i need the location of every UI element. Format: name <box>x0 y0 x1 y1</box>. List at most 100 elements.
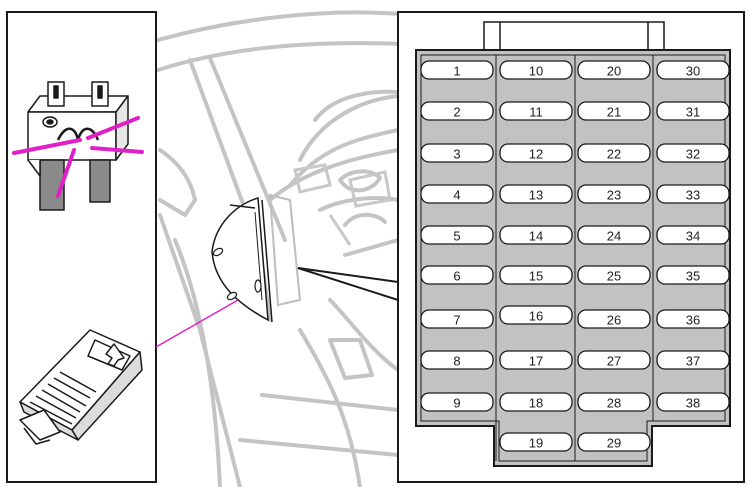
fuse-slot: 36 <box>656 309 730 329</box>
fuse-number-label: 14 <box>529 229 543 244</box>
fuse-slot: 4 <box>420 184 494 204</box>
fuse-slot-outline <box>656 143 730 163</box>
fuse-slot: 3 <box>420 143 494 163</box>
fuse-slot: 6 <box>420 265 494 285</box>
fuse-slot-outline <box>499 432 573 452</box>
fuse-slot: 29 <box>577 432 651 452</box>
fuse-number-label: 12 <box>529 147 543 162</box>
fuse-number-label: 15 <box>529 269 543 284</box>
fuse-slot-outline <box>577 143 651 163</box>
fuse-slot: 19 <box>499 432 573 452</box>
fuse-number-label: 35 <box>686 269 700 284</box>
fuse-slot-outline <box>499 143 573 163</box>
fuse-slot-outline <box>577 60 651 80</box>
fuse-slot: 9 <box>420 392 494 412</box>
fuse-slot-outline <box>656 225 730 245</box>
fuse-slot-outline <box>656 60 730 80</box>
fuse-number-label: 38 <box>686 396 700 411</box>
fuse-slot-outline <box>577 265 651 285</box>
fuse-slot-outline <box>499 392 573 412</box>
fuse-slot: 12 <box>499 143 573 163</box>
fuse-number-label: 1 <box>453 64 460 79</box>
fuse-slot: 32 <box>656 143 730 163</box>
fuse-slot: 24 <box>577 225 651 245</box>
fuse-slot-outline <box>499 184 573 204</box>
fuse-puller-tool <box>19 329 143 445</box>
fuse-slot-outline <box>499 305 573 325</box>
fuse-number-label: 9 <box>453 396 460 411</box>
fuse-slot: 1 <box>420 60 494 80</box>
fuse-box-pointer <box>297 267 399 302</box>
fuse-slot: 16 <box>499 305 573 325</box>
fuse-number-label: 10 <box>529 64 543 79</box>
fuse-number-label: 34 <box>686 229 700 244</box>
fuse-slot-outline <box>420 225 494 245</box>
fuse-number-label: 21 <box>607 105 621 120</box>
fuse-number-label: 18 <box>529 396 543 411</box>
fuse-slot-outline <box>420 60 494 80</box>
fuse-number-label: 33 <box>686 188 700 203</box>
fuse-slot: 5 <box>420 225 494 245</box>
fuse-slot-outline <box>499 265 573 285</box>
fuse-slot-outline <box>420 350 494 370</box>
fuse-slot: 22 <box>577 143 651 163</box>
fuse-slot-outline <box>656 265 730 285</box>
fuse-box-housing <box>415 21 731 467</box>
fuse-slot: 23 <box>577 184 651 204</box>
fuse-number-label: 6 <box>453 269 460 284</box>
fuse-slot: 7 <box>420 309 494 329</box>
fuse-slot-outline <box>499 101 573 121</box>
fuse-slot: 31 <box>656 101 730 121</box>
blade-fuse-illustration <box>27 81 129 211</box>
fuse-slot: 37 <box>656 350 730 370</box>
fuse-slot: 8 <box>420 350 494 370</box>
fuse-slot: 20 <box>577 60 651 80</box>
fuse-number-label: 29 <box>607 436 621 451</box>
fuse-number-label: 30 <box>686 64 700 79</box>
fuse-slot-outline <box>420 143 494 163</box>
fuse-slot: 30 <box>656 60 730 80</box>
fuse-slot: 14 <box>499 225 573 245</box>
fuse-number-label: 11 <box>529 105 543 120</box>
fuse-slot-outline <box>577 350 651 370</box>
fuse-slot-outline <box>499 350 573 370</box>
fuse-slot: 34 <box>656 225 730 245</box>
fuse-number-label: 16 <box>529 309 543 324</box>
fuse-number-label: 36 <box>686 313 700 328</box>
fuse-slot: 33 <box>656 184 730 204</box>
fuse-slot: 2 <box>420 101 494 121</box>
fuse-slot-outline <box>577 225 651 245</box>
fuse-slots: 1234567891011121314151617181920212223242… <box>420 60 730 452</box>
dashboard-vents <box>293 163 392 246</box>
fuse-slot-outline <box>420 184 494 204</box>
fuse-slot-outline <box>577 184 651 204</box>
fuse-number-label: 13 <box>529 188 543 203</box>
fuse-number-label: 4 <box>453 188 460 203</box>
fuse-slot-outline <box>420 265 494 285</box>
fuse-slot: 26 <box>577 309 651 329</box>
fuse-slot: 13 <box>499 184 573 204</box>
fuse-slot-outline <box>577 432 651 452</box>
fuse-number-label: 26 <box>607 313 621 328</box>
fuse-slot: 25 <box>577 265 651 285</box>
fuse-number-label: 20 <box>607 64 621 79</box>
fuse-slot-outline <box>577 309 651 329</box>
fuse-number-label: 32 <box>686 147 700 162</box>
fuse-slot-outline <box>499 225 573 245</box>
fuse-slot-outline <box>577 101 651 121</box>
fuse-slot: 10 <box>499 60 573 80</box>
fuse-slot: 15 <box>499 265 573 285</box>
fuse-number-label: 37 <box>686 354 700 369</box>
side-panel-cover <box>211 193 302 323</box>
fuse-number-label: 2 <box>453 105 460 120</box>
fuse-number-label: 3 <box>453 147 460 162</box>
fuse-slot-outline <box>656 184 730 204</box>
fuse-slot: 18 <box>499 392 573 412</box>
fuse-number-label: 25 <box>607 269 621 284</box>
fuse-slot-outline <box>656 101 730 121</box>
fuse-slot-outline <box>420 101 494 121</box>
fuse-slot-outline <box>420 309 494 329</box>
fuse-number-label: 7 <box>453 313 460 328</box>
fuse-columns <box>495 55 654 461</box>
